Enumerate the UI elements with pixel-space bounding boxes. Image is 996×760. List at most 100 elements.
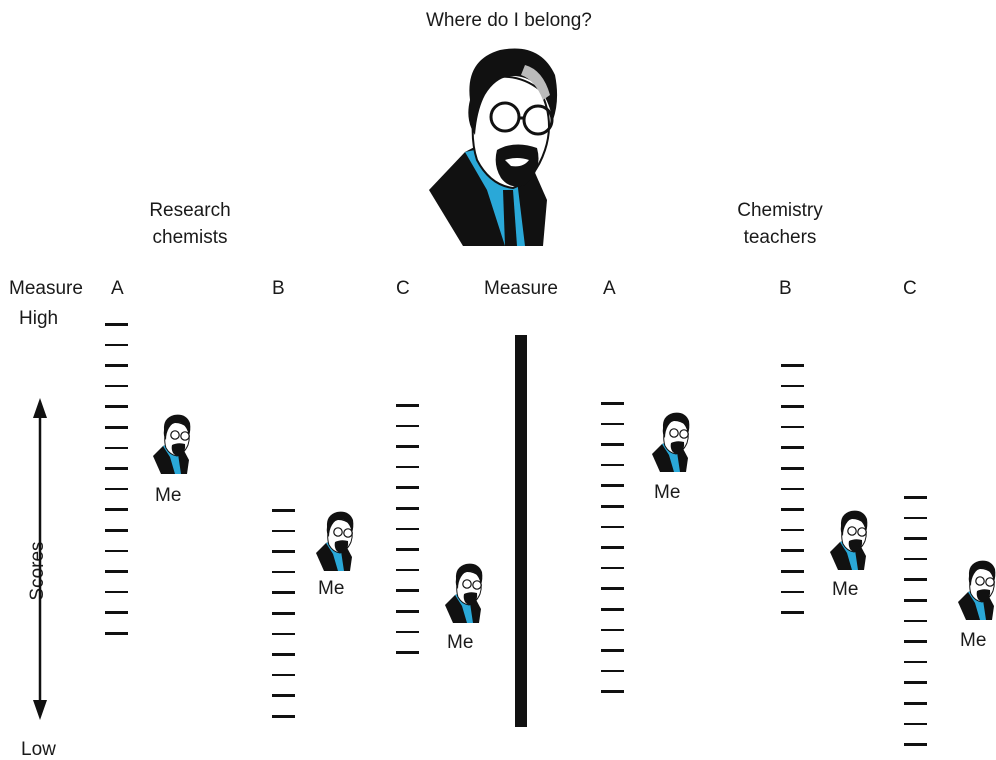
scale-tick — [105, 323, 128, 326]
page-title: Where do I belong? — [426, 10, 592, 31]
group-label-line: teachers — [743, 227, 817, 248]
scale-tick — [272, 612, 295, 615]
small-portrait-icon — [314, 509, 360, 576]
scale-tick — [272, 653, 295, 656]
column-label-b-right: B — [779, 278, 792, 299]
scale-tick — [904, 537, 927, 540]
scale-tick — [105, 343, 128, 347]
group-label-line: chemists — [152, 227, 228, 248]
small-portrait-icon — [151, 412, 197, 479]
scale-tick — [601, 484, 624, 487]
scale-tick — [781, 508, 804, 511]
column-label-b-left: B — [272, 278, 285, 299]
scale-tick — [105, 364, 128, 367]
scale-tick — [601, 690, 624, 693]
scale-tick — [781, 590, 804, 594]
axis-high-label: High — [19, 308, 59, 329]
scale-tick — [904, 702, 927, 705]
scale-tick — [601, 505, 624, 508]
scale-tick — [781, 487, 804, 491]
scale-tick — [105, 384, 128, 388]
small-portrait-icon — [443, 561, 489, 628]
column-label-a-left: A — [111, 278, 124, 299]
scale-tick — [105, 508, 128, 511]
scale-tick — [781, 570, 804, 573]
me-label: Me — [832, 579, 859, 600]
scale-tick — [105, 590, 128, 594]
small-portrait-icon — [650, 410, 696, 477]
scale-tick — [904, 496, 927, 499]
scale-tick — [781, 549, 804, 552]
me-label: Me — [447, 632, 474, 653]
scale-tick — [781, 446, 804, 449]
scale-tick — [781, 364, 804, 367]
scale-tick — [781, 425, 804, 429]
scale-tick — [396, 507, 419, 510]
scale-tick — [904, 619, 927, 623]
scale-tick — [272, 570, 295, 574]
scale-tick — [272, 591, 295, 594]
scale-tick — [105, 632, 128, 635]
scale-tick — [396, 548, 419, 551]
scale-tick — [904, 557, 927, 561]
double-arrow-icon — [33, 398, 47, 720]
scale-tick — [781, 467, 804, 470]
scale-tick — [601, 608, 624, 611]
scale-tick — [601, 669, 624, 673]
scale-tick — [396, 651, 419, 654]
scale-tick — [601, 628, 624, 632]
column-label-c-left: C — [396, 278, 410, 299]
group-label-chemistry-teachers: Chemistry teachers — [725, 201, 835, 247]
group-label-research-chemists: Research chemists — [140, 201, 240, 247]
scale-tick — [396, 630, 419, 634]
small-portrait-icon — [828, 508, 874, 575]
scale-tick — [904, 743, 927, 746]
measure-label-left: Measure — [9, 278, 83, 299]
axis-low-label: Low — [21, 739, 56, 760]
scale-tick — [601, 525, 624, 529]
person-portrait-icon — [429, 48, 558, 246]
scale-tick — [781, 611, 804, 614]
scale-tick — [105, 570, 128, 573]
scale-tick — [601, 422, 624, 426]
scale-tick — [272, 529, 295, 533]
scale-tick — [272, 509, 295, 512]
scale-tick — [272, 632, 295, 636]
scale-tick — [105, 446, 128, 450]
scale-tick — [396, 589, 419, 592]
scale-tick — [601, 443, 624, 446]
scale-tick — [396, 465, 419, 469]
scale-tick — [904, 599, 927, 602]
group-label-line: Research — [149, 200, 231, 221]
scale-tick — [105, 611, 128, 614]
scale-tick — [904, 640, 927, 643]
group-label-line: Chemistry — [737, 200, 823, 221]
scale-tick — [272, 715, 295, 718]
scale-tick — [105, 467, 128, 470]
me-label: Me — [654, 482, 681, 503]
scale-tick — [601, 463, 624, 467]
scale-tick — [904, 578, 927, 581]
scale-tick — [396, 404, 419, 407]
me-label: Me — [318, 578, 345, 599]
scale-tick — [601, 566, 624, 570]
me-label: Me — [960, 630, 987, 651]
column-label-a-right: A — [603, 278, 616, 299]
me-label: Me — [155, 485, 182, 506]
scale-tick — [396, 610, 419, 613]
column-label-c-right: C — [903, 278, 917, 299]
scale-tick — [781, 405, 804, 408]
scale-tick — [105, 529, 128, 532]
scale-tick — [105, 426, 128, 429]
scale-tick — [272, 694, 295, 697]
scale-tick — [105, 487, 128, 491]
scale-tick — [105, 549, 128, 553]
small-portrait-icon — [956, 558, 996, 625]
group-divider — [515, 335, 527, 727]
measure-label-right: Measure — [484, 278, 558, 299]
scale-tick — [105, 405, 128, 408]
scale-tick — [396, 445, 419, 448]
scale-tick — [396, 568, 419, 572]
scale-tick — [781, 384, 804, 388]
scale-tick — [904, 722, 927, 726]
